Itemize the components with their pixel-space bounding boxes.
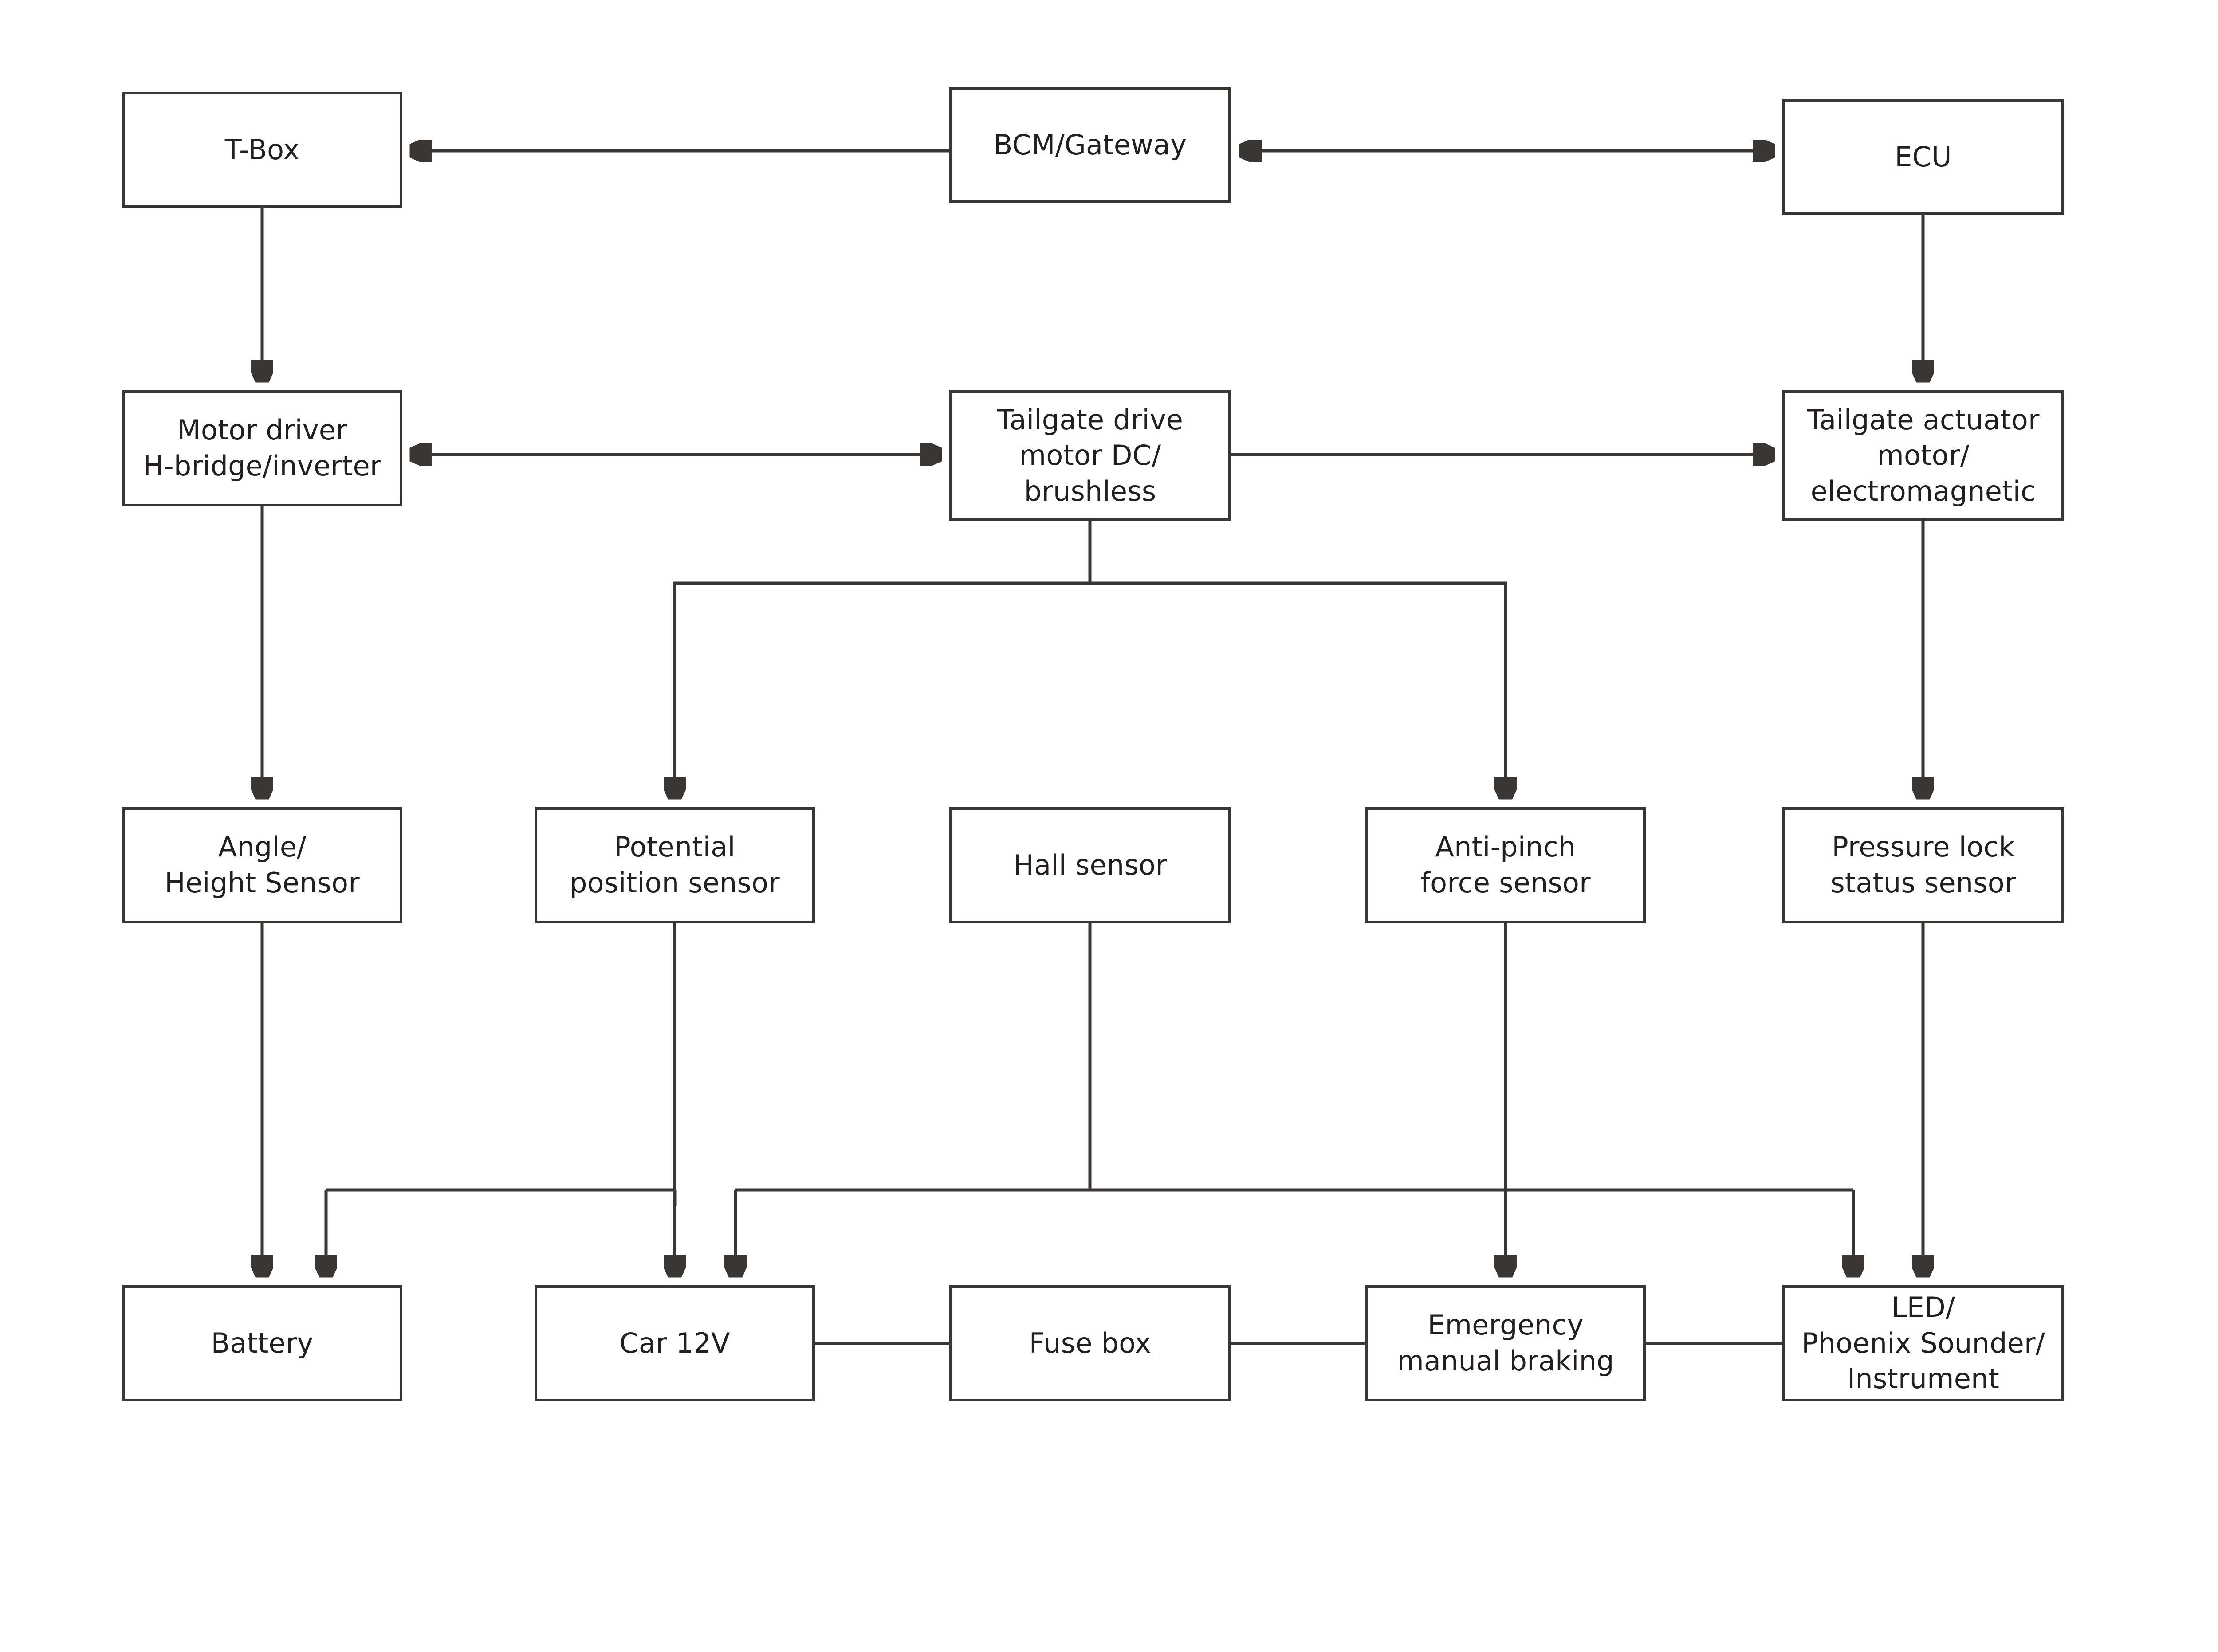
edge-tailgate-motor-fanout xyxy=(675,521,1506,797)
edge-hall-sensor-power-bus xyxy=(326,923,1853,1275)
node-angle-height-sensor[interactable]: Angle/ Height Sensor xyxy=(122,807,402,923)
node-battery[interactable]: Battery xyxy=(122,1285,402,1401)
node-motor-driver[interactable]: Motor driver H-bridge/inverter xyxy=(122,390,402,506)
node-tailgate-drive-motor[interactable]: Tailgate drive motor DC/ brushless xyxy=(949,390,1231,521)
node-tailgate-actuator[interactable]: Tailgate actuator motor/ electromagnetic xyxy=(1782,390,2064,521)
node-fuse-box[interactable]: Fuse box xyxy=(949,1285,1231,1401)
node-t-box[interactable]: T-Box xyxy=(122,92,402,208)
node-pressure-lock-status-sensor[interactable]: Pressure lock status sensor xyxy=(1782,807,2064,923)
node-hall-sensor[interactable]: Hall sensor xyxy=(949,807,1231,923)
node-car-12v[interactable]: Car 12V xyxy=(535,1285,815,1401)
node-anti-pinch-force-sensor[interactable]: Anti-pinch force sensor xyxy=(1365,807,1646,923)
node-ecu[interactable]: ECU xyxy=(1782,99,2064,215)
node-potential-position-sensor[interactable]: Potential position sensor xyxy=(535,807,815,923)
node-led-phoenix-sounder-instrument[interactable]: LED/ Phoenix Sounder/ Instrument xyxy=(1782,1285,2064,1401)
node-emergency-manual-braking[interactable]: Emergency manual braking xyxy=(1365,1285,1646,1401)
node-bcm-gateway[interactable]: BCM/Gateway xyxy=(949,87,1231,203)
